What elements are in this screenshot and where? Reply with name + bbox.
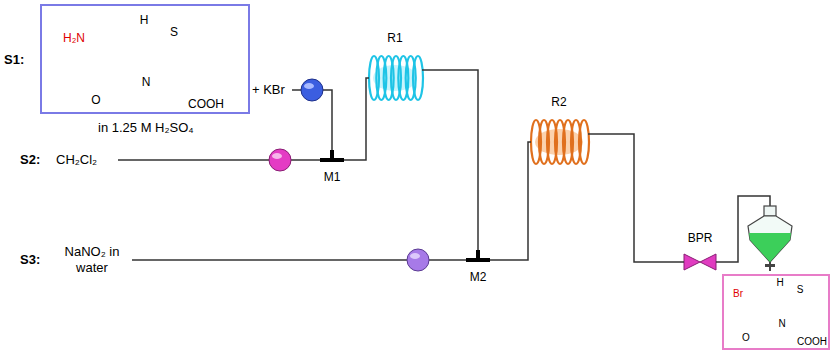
structure-box: H₂N H S O N COOH [40,4,250,114]
mixer-tee: M2 [466,250,490,286]
feed-tubing [118,159,269,161]
coil-winding [413,56,423,100]
pump-symbol [269,79,429,271]
atom-label: N [141,76,152,88]
unit-label: R2 [550,96,567,108]
stream-label: S2: [20,152,40,168]
atom-label: O [741,333,751,343]
pump-symbol [304,83,314,89]
structure-box: Br H S O N COOH [722,274,830,350]
reactor-coil: R2 [518,94,600,172]
atom-label: H₂N [62,32,86,44]
feed-tubing [291,159,320,161]
separatory-funnel [749,233,791,262]
reactor-coil: R1 [356,30,434,108]
pump-symbol [407,249,429,271]
atom-label: N [777,319,786,329]
coil-lead [588,133,600,135]
mixer-tee [330,150,334,160]
separatory-funnel [765,264,775,267]
stream-label: S3: [20,252,40,268]
feed-tubing [292,89,301,91]
unit-label: M2 [469,271,488,283]
atom-label: COOH [796,337,828,347]
valve-symbol [684,254,716,270]
flow-tube [490,172,528,260]
coil-lead [422,69,434,71]
coil-core [535,129,583,155]
unit-label: M1 [323,171,342,183]
flow-tube [434,70,478,250]
atom-label: Br [732,289,744,299]
mixer-tee: M1 [320,150,344,186]
coil-winding [579,120,589,164]
stream-label: in 1.25 M H₂SO₄ [98,120,194,136]
atom-label: S [796,285,805,295]
coil-lead [366,78,369,108]
stream-label: CH₂Cl₂ [56,152,97,168]
atom-label: COOH [187,98,225,110]
atom-label: H [775,278,784,288]
coil-lead [528,142,531,172]
separatory-funnel [748,216,792,262]
feed-tubing [118,90,770,262]
flow-tube [600,134,680,262]
unit-label: BPR [687,232,714,244]
pump-symbol [269,149,291,171]
flow-tube [344,108,366,160]
feed-tubing [429,259,466,261]
separatory-funnel [764,206,776,216]
symbol-stroke [680,261,684,263]
symbol-stroke [716,261,720,263]
feed-tubing [132,259,407,261]
stream-label: + KBr [252,82,285,98]
atom-label: H [139,14,150,26]
pump-symbol [272,153,282,159]
mixer-tee [476,250,480,260]
unit-label: R1 [386,32,403,44]
back-pressure-regulator: BPR [680,230,720,272]
pump-symbol [410,253,420,259]
atom-label: S [169,26,179,38]
feed-tubing [323,90,332,150]
stream-label: NaNO₂ in water [56,244,128,276]
separatory-funnel [748,206,792,271]
pump-symbol [301,79,323,101]
stream-label: S1: [4,52,24,68]
atom-label: O [90,94,101,106]
